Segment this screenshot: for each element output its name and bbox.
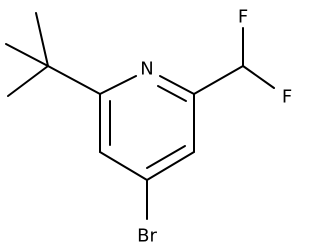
bond-c3-c4-double (146, 145, 186, 169)
bond-tbutyl-to-ring (47, 65, 101, 95)
atom-fluorine-right-label: F (282, 87, 292, 108)
atom-nitrogen-label: N (140, 59, 153, 80)
bond-tbutyl-quaternary-to-methyl-up (35, 12, 49, 67)
bond-tbutyl-quaternary-to-methyl-left (5, 43, 49, 67)
bond-tbutyl-quaternary-to-methyl-down (7, 65, 49, 97)
atom-bromine-label: Br (137, 226, 157, 247)
bond-c4-c5 (99, 151, 148, 181)
bond-n1-c2 (159, 75, 195, 95)
bond-c3-c4 (146, 151, 195, 181)
bond-chf2-f-right (242, 65, 275, 89)
chemical-structure-diagram: N F F Br (5, 7, 292, 247)
bond-c2-chf2 (193, 65, 244, 95)
bond-n1-c2-double (157, 85, 187, 102)
atom-fluorine-top-label: F (238, 7, 248, 28)
bond-c6-n1 (99, 75, 137, 95)
